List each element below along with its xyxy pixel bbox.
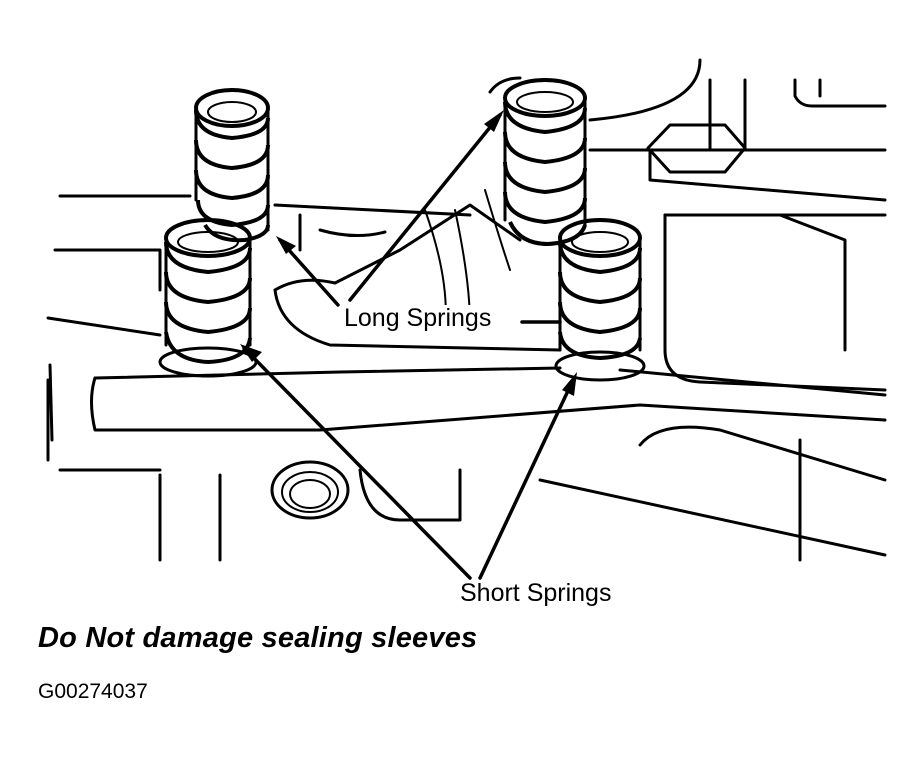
short-springs-label: Short Springs <box>458 579 614 607</box>
port-hole <box>270 460 350 520</box>
caption: Do Not damage sealing sleeves <box>38 622 478 654</box>
long-spring-rear-middle <box>503 78 587 247</box>
short-spring-front-right <box>554 218 646 382</box>
short-springs-leaders <box>240 344 577 580</box>
long-springs-leaders <box>276 110 562 324</box>
short-spring-front-left <box>158 218 258 378</box>
figure-id: G00274037 <box>38 680 148 703</box>
long-springs-label: Long Springs <box>342 304 494 332</box>
long-spring-rear-left <box>194 88 270 243</box>
valve-body-casting <box>46 58 887 562</box>
